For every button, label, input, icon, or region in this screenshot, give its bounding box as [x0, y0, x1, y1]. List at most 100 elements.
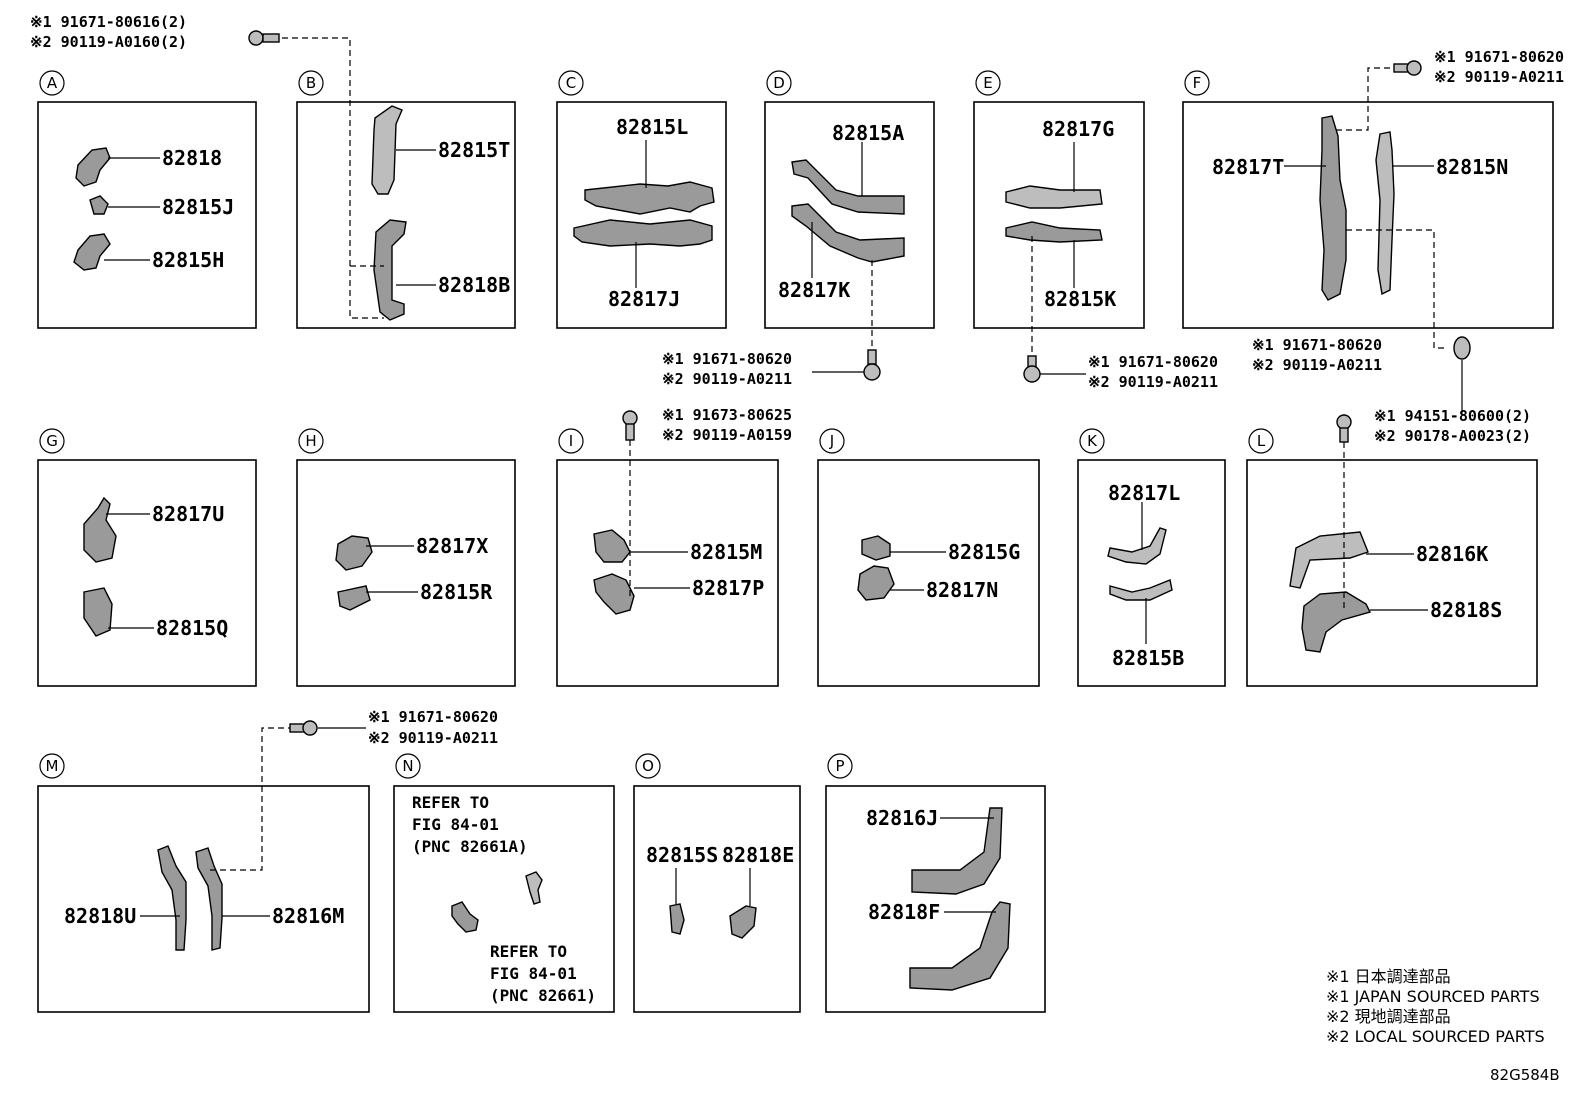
part-number: 82815R [420, 580, 493, 604]
box-M [37, 785, 370, 1013]
section-P-parts: 82816J 82818F [866, 806, 1011, 991]
section-letter-P: P [835, 757, 844, 775]
part-shape-82817U [83, 496, 117, 563]
part-number: 82815M [690, 540, 762, 564]
part-number: 82818F [868, 900, 940, 924]
box-D [764, 101, 935, 329]
section-D-parts: 82815A 82817K [778, 121, 905, 350]
part-shape-82818U [157, 845, 187, 951]
box-P [825, 785, 1046, 1013]
part-shape-82816M [195, 847, 223, 951]
part-shape-82815M [593, 529, 631, 563]
part-shape-82817N [857, 565, 895, 601]
section-F-parts: 82817T 82815N [1212, 67, 1508, 349]
section-boxes [37, 101, 1554, 1013]
section-letter-B: B [306, 74, 316, 92]
bolt-icon [1336, 414, 1352, 443]
part-shape-82817T [1319, 115, 1347, 301]
ref-text: (PNC 82661) [490, 986, 596, 1005]
section-letter-H: H [305, 432, 316, 450]
part-shape-82816J [911, 807, 1003, 895]
part-number: 82818 [162, 146, 222, 170]
part-shape-ref-82661 [525, 871, 543, 905]
bolt-icon [1023, 355, 1041, 383]
ref-text: FIG 84-01 [490, 964, 577, 983]
legend: ※1 日本調達部品 ※1 JAPAN SOURCED PARTS ※2 現地調達… [1326, 967, 1545, 1046]
box-L [1246, 459, 1538, 687]
part-shape-82818S [1301, 591, 1372, 653]
ref-text: (PNC 82661A) [412, 837, 528, 856]
part-number: 82817X [416, 534, 488, 558]
fastener-label: ※1 91671-80620 [1252, 336, 1382, 354]
part-shape-82815R [337, 585, 371, 611]
ref-text: REFER TO [490, 942, 567, 961]
fastener-label: ※1 94151-80600(2) [1374, 407, 1531, 425]
legend-line: ※1 日本調達部品 [1326, 967, 1451, 986]
part-shape-82817J [573, 219, 713, 247]
part-shape-82817K [791, 203, 905, 263]
part-number: 82818S [1430, 598, 1502, 622]
fastener-label: ※1 91671-80620 [1088, 353, 1218, 371]
fastener-label: ※2 90119-A0211 [1434, 68, 1564, 86]
part-number: 82817G [1042, 117, 1114, 141]
box-E [973, 101, 1145, 329]
part-shape-ref-82661A [451, 901, 479, 933]
bolt-icon [863, 349, 881, 381]
section-N-parts: REFER TO FIG 84-01 (PNC 82661A) REFER TO… [412, 793, 596, 1005]
section-M-parts: 82818U 82816M [64, 727, 344, 951]
box-B [296, 101, 516, 329]
section-letter-K: K [1087, 432, 1098, 450]
fastener-label: ※2 90178-A0023(2) [1374, 427, 1531, 445]
section-letter-L: L [1257, 432, 1266, 450]
clip-icon [1453, 336, 1471, 360]
section-letter-I: I [569, 432, 573, 450]
box-N [393, 785, 615, 1013]
section-L-parts: 82816K 82818S [1289, 442, 1502, 653]
ref-text: REFER TO [412, 793, 489, 812]
part-number: 82815A [832, 121, 904, 145]
part-number: 82817U [152, 502, 224, 526]
section-B-parts: 82815T 82818B [282, 37, 510, 321]
section-letter-F: F [1193, 74, 1202, 92]
section-letter-N: N [402, 757, 413, 775]
part-number: 82818E [722, 843, 794, 867]
part-shape-82815T [371, 105, 403, 195]
section-letters: A B C D E F G H I J K L M N O P [39, 70, 1274, 779]
part-number: 82818B [438, 273, 510, 297]
legend-line: ※2 LOCAL SOURCED PARTS [1326, 1027, 1545, 1046]
part-shape-82815L [584, 181, 715, 215]
section-K-parts: 82817L 82815B [1107, 481, 1184, 670]
box-A [37, 101, 257, 329]
fastener-label: ※1 91673-80625 [662, 406, 792, 424]
fastener-label: ※2 90119-A0211 [368, 729, 498, 747]
fastener-label: ※2 90119-A0159 [662, 426, 792, 444]
box-C [556, 101, 727, 329]
part-shape-82816K [1289, 531, 1369, 589]
part-number: 82817P [692, 576, 764, 600]
part-number: 82815Q [156, 616, 228, 640]
part-shape-82818E [729, 905, 757, 939]
section-E-parts: 82817G 82815K [1005, 117, 1116, 358]
section-letter-D: D [773, 74, 785, 92]
part-shape-82818B [373, 219, 407, 321]
fastener-label: ※1 91671-80620 [1434, 48, 1564, 66]
part-number: 82817L [1108, 481, 1180, 505]
box-G [37, 459, 257, 687]
fastener-label: ※1 91671-80616(2) [30, 13, 187, 31]
part-shape-82815H [73, 233, 111, 271]
part-number: 82816M [272, 904, 344, 928]
part-number: 82815N [1436, 155, 1508, 179]
section-J-parts: 82815G 82817N [857, 535, 1020, 602]
part-shape-82818 [75, 147, 111, 187]
box-I [556, 459, 779, 687]
fastener-label: ※2 90119-A0211 [662, 370, 792, 388]
figure-code: 82G584B [1490, 1066, 1560, 1084]
part-number: 82816K [1416, 542, 1488, 566]
part-number: 82817T [1212, 155, 1284, 179]
box-J [817, 459, 1040, 687]
section-I-parts: 82815M 82817P [593, 440, 764, 615]
section-G-parts: 82817U 82815Q [83, 496, 228, 640]
part-number: 82815K [1044, 287, 1116, 311]
box-H [296, 459, 516, 687]
